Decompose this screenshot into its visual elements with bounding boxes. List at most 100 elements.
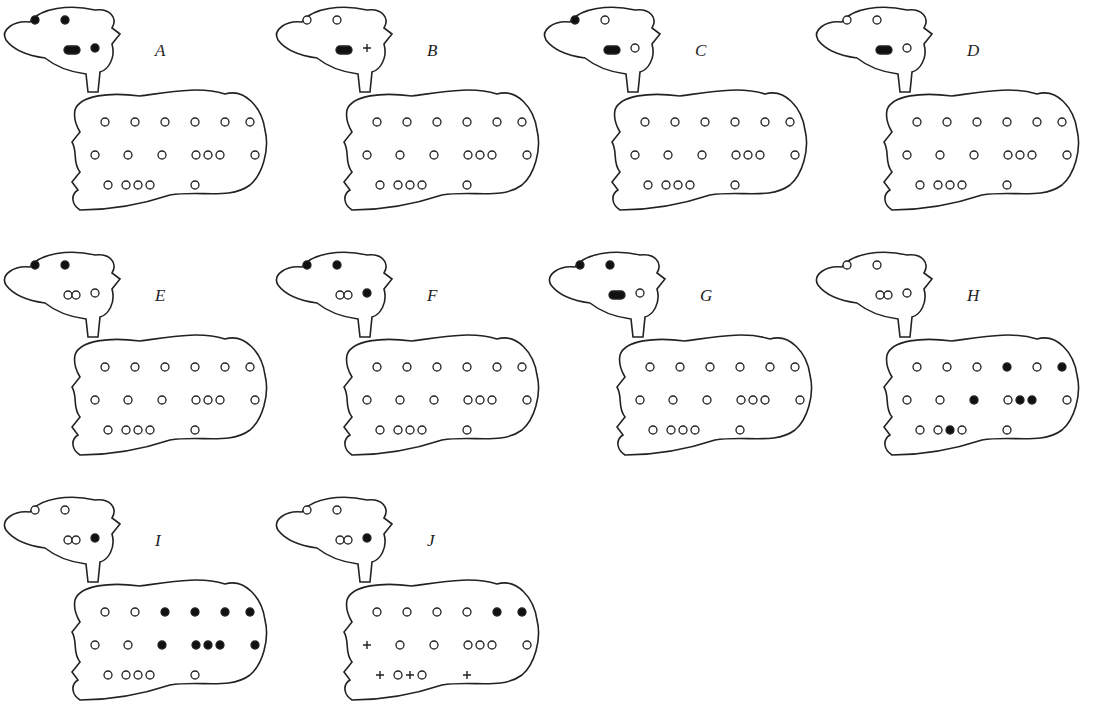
filled-marker [970, 396, 978, 404]
open-marker [636, 289, 644, 297]
body-outline [884, 335, 1079, 455]
open-marker [791, 363, 799, 371]
filled-marker [363, 289, 371, 297]
specimen-panel [5, 497, 267, 700]
open-marker [134, 426, 142, 434]
open-marker [336, 536, 344, 544]
filled-marker [606, 261, 614, 269]
filled-marker [493, 608, 501, 616]
open-marker [493, 118, 501, 126]
body-outline [72, 90, 267, 210]
open-marker [216, 396, 224, 404]
open-marker [518, 118, 526, 126]
open-marker [101, 363, 109, 371]
body-outline [72, 335, 267, 455]
filled-marker [333, 261, 341, 269]
open-marker [134, 181, 142, 189]
open-marker [344, 291, 352, 299]
filled-marker [576, 261, 584, 269]
body-outline [344, 335, 539, 455]
open-marker [373, 363, 381, 371]
paired-marker [336, 46, 352, 54]
open-marker [72, 536, 80, 544]
open-marker [216, 151, 224, 159]
open-marker [706, 363, 714, 371]
open-marker [373, 118, 381, 126]
panel-letter: D [967, 42, 979, 59]
open-marker [464, 396, 472, 404]
open-marker [1003, 181, 1011, 189]
open-marker [958, 426, 966, 434]
open-marker [970, 151, 978, 159]
open-marker [686, 181, 694, 189]
open-marker [122, 671, 130, 679]
filled-marker [91, 44, 99, 52]
open-marker [192, 396, 200, 404]
open-marker [394, 181, 402, 189]
panel-letter: E [155, 287, 165, 304]
open-marker [418, 671, 426, 679]
open-marker [1063, 151, 1071, 159]
open-marker [161, 118, 169, 126]
open-marker [631, 151, 639, 159]
open-marker [671, 118, 679, 126]
head-outline [817, 252, 932, 337]
open-marker [903, 289, 911, 297]
open-marker [101, 118, 109, 126]
head-outline [277, 252, 392, 337]
open-marker [523, 151, 531, 159]
open-marker [1058, 118, 1066, 126]
open-marker [691, 426, 699, 434]
open-marker [91, 396, 99, 404]
open-marker [873, 16, 881, 24]
open-marker [934, 426, 942, 434]
open-marker [973, 363, 981, 371]
open-marker [946, 181, 954, 189]
specimen-panel [277, 497, 539, 700]
head-outline [545, 7, 660, 92]
open-marker [464, 151, 472, 159]
open-marker [394, 426, 402, 434]
specimen-panel [550, 252, 812, 455]
open-marker [669, 396, 677, 404]
open-marker [131, 363, 139, 371]
open-marker [376, 181, 384, 189]
open-marker [903, 396, 911, 404]
open-marker [122, 181, 130, 189]
open-marker [518, 363, 526, 371]
open-marker [913, 363, 921, 371]
filled-marker [946, 426, 954, 434]
head-outline [5, 497, 120, 582]
open-marker [104, 426, 112, 434]
filled-marker [1016, 396, 1024, 404]
open-marker [376, 426, 384, 434]
open-marker [493, 363, 501, 371]
filled-marker [204, 641, 212, 649]
filled-marker [161, 608, 169, 616]
cross-marker [363, 44, 371, 52]
open-marker [1033, 363, 1041, 371]
open-marker [631, 44, 639, 52]
open-marker [934, 181, 942, 189]
open-marker [523, 396, 531, 404]
open-marker [146, 671, 154, 679]
open-marker [737, 396, 745, 404]
open-marker [91, 641, 99, 649]
open-marker [636, 396, 644, 404]
open-marker [646, 363, 654, 371]
paired-marker [64, 46, 80, 54]
open-marker [191, 671, 199, 679]
open-marker [101, 608, 109, 616]
open-marker [916, 181, 924, 189]
open-marker [903, 44, 911, 52]
open-marker [430, 641, 438, 649]
open-marker [463, 426, 471, 434]
cross-marker [363, 641, 371, 649]
open-marker [336, 291, 344, 299]
open-marker [1016, 151, 1024, 159]
filled-marker [221, 608, 229, 616]
open-marker [131, 118, 139, 126]
filled-marker [251, 641, 259, 649]
